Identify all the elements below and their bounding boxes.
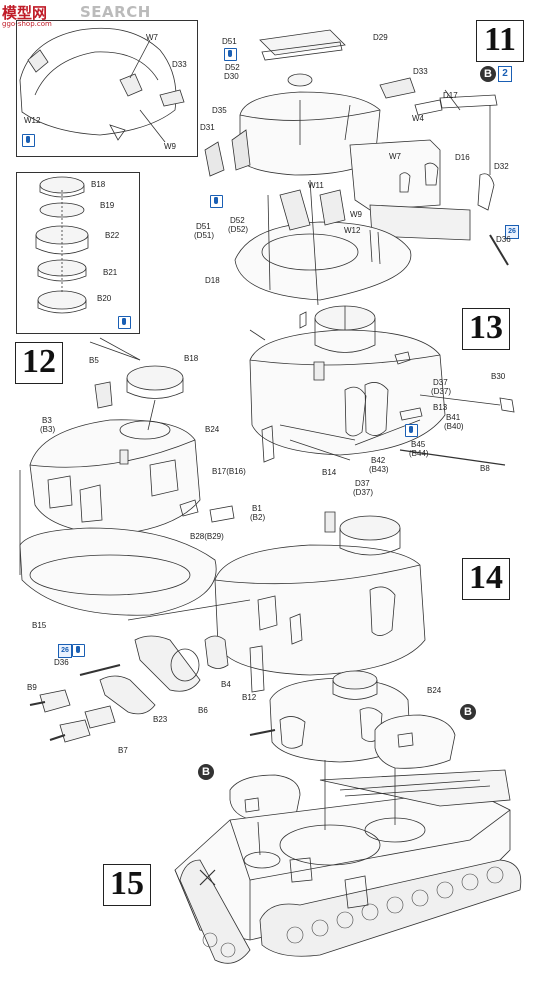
part-label: (B2) (250, 513, 266, 522)
part-label: B4 (221, 680, 231, 689)
part-label: D35 (212, 106, 227, 115)
part-label: B42 (371, 456, 386, 465)
part-label: D30 (224, 72, 239, 81)
step-number-12: 12 (15, 342, 63, 384)
paint-code-pin: 26 (505, 225, 519, 239)
part-label: D29 (373, 33, 388, 42)
part-label: B18 (91, 180, 106, 189)
part-label: D36 (54, 658, 69, 667)
step-number-14: 14 (462, 558, 510, 600)
part-label: B1 (252, 504, 262, 513)
times-two-badge: 2 (498, 66, 512, 82)
part-label: B12 (242, 693, 257, 702)
part-label: B17(B16) (212, 467, 246, 476)
part-label: W9 (350, 210, 362, 219)
part-label: B3 (42, 416, 52, 425)
part-label: B23 (153, 715, 168, 724)
watermark-search: SEARCH (80, 3, 151, 21)
optional-b-badge-15a: B (460, 704, 476, 720)
step14-small-turret-drawing (230, 671, 455, 820)
optional-b-badge-11: B (480, 66, 496, 82)
part-label: D17 (443, 91, 458, 100)
part-label: D33 (413, 67, 428, 76)
part-label: (D51) (194, 231, 215, 240)
part-label: W7 (389, 152, 401, 161)
step12-detail-inset (16, 172, 140, 334)
part-label: B20 (97, 294, 112, 303)
step11-inset-drawing (20, 28, 184, 142)
part-label: (B43) (369, 465, 389, 474)
part-label: B14 (322, 468, 337, 477)
part-label: W12 (344, 226, 361, 235)
part-label: W4 (412, 114, 424, 123)
part-label: D52 (225, 63, 240, 72)
step12-inset-drawing (36, 177, 88, 313)
part-label: B21 (103, 268, 118, 277)
part-label: B9 (27, 683, 37, 692)
part-label: D51 (196, 222, 211, 231)
part-label: D18 (205, 276, 220, 285)
part-label: W12 (24, 116, 41, 125)
step14-turret-drawing (30, 512, 425, 742)
watermark-logo: 模型网 (2, 4, 48, 22)
part-label: (D52) (228, 225, 249, 234)
glue-icon (118, 316, 131, 329)
step13-turret-drawing (250, 306, 514, 465)
part-label: D32 (494, 162, 509, 171)
part-label: B24 (427, 686, 442, 695)
step15-hull-drawing (175, 760, 521, 963)
part-label: D37 (355, 479, 370, 488)
step11-turret-drawing (205, 30, 508, 305)
part-label: W9 (164, 142, 176, 151)
optional-b-badge-15b: B (198, 764, 214, 780)
part-label: D51 (222, 37, 237, 46)
step12-turret-drawing (20, 366, 234, 615)
part-label: D31 (200, 123, 215, 132)
part-label: B22 (105, 231, 120, 240)
part-label: B8 (480, 464, 490, 473)
part-label: (B40) (444, 422, 464, 431)
part-label: (D37) (353, 488, 374, 497)
glue-icon (22, 134, 35, 147)
step-number-11: 11 (476, 20, 524, 62)
glue-icon (224, 48, 237, 61)
part-label: B19 (100, 201, 115, 210)
part-label: D36 (496, 235, 511, 244)
part-label: (B3) (40, 425, 56, 434)
glue-icon (72, 644, 85, 657)
watermark-url: ggo-shop.com (2, 20, 52, 28)
step-number-15: 15 (103, 864, 151, 906)
part-label: D16 (455, 153, 470, 162)
part-label: W7 (146, 33, 158, 42)
part-label: B5 (89, 356, 99, 365)
part-label: D33 (172, 60, 187, 69)
part-label: (D37) (431, 387, 452, 396)
glue-icon (210, 195, 223, 208)
step-number-13: 13 (462, 308, 510, 350)
watermark: 模型网 SEARCH ggo-shop.com (0, 0, 160, 28)
part-label: B45 (411, 440, 426, 449)
part-label: (B44) (409, 449, 429, 458)
part-label: D52 (230, 216, 245, 225)
part-label: B7 (118, 746, 128, 755)
glue-icon (405, 424, 418, 437)
part-label: W11 (308, 181, 324, 190)
part-label: D37 (433, 378, 448, 387)
part-label: B13 (433, 403, 448, 412)
part-label: B30 (491, 372, 506, 381)
paint-code-pin: 26 (58, 644, 72, 658)
part-label: B6 (198, 706, 208, 715)
part-label: B41 (446, 413, 461, 422)
part-label: B18 (184, 354, 199, 363)
step11-detail-inset (16, 20, 198, 157)
part-label: B15 (32, 621, 47, 630)
part-label: B28(B29) (190, 532, 224, 541)
part-label: B24 (205, 425, 220, 434)
